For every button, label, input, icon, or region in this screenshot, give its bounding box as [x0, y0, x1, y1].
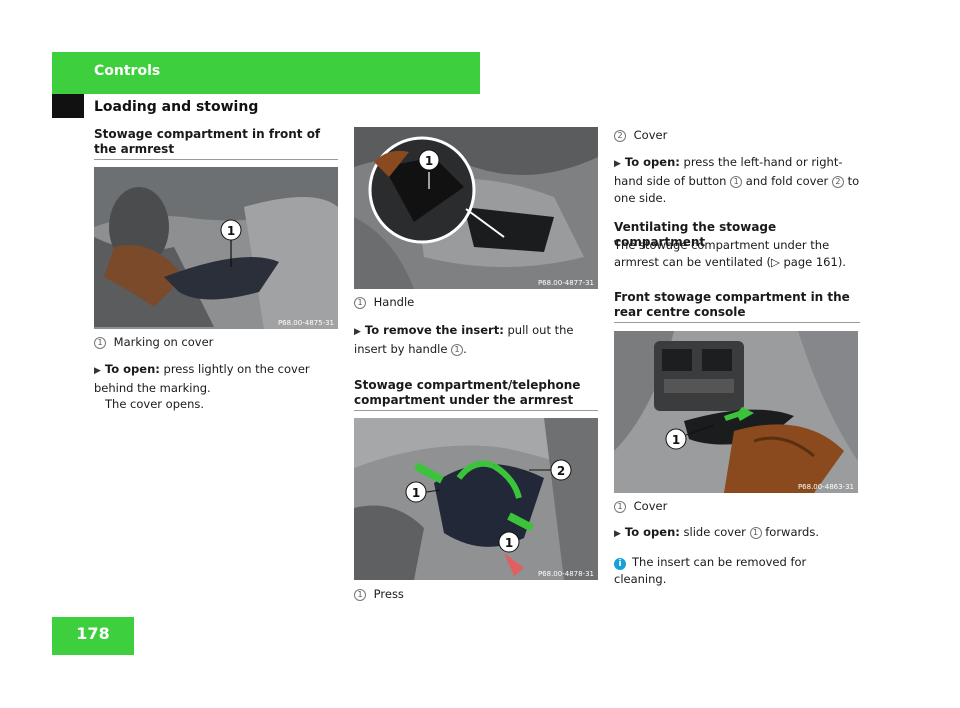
photo-code: P68.00-4877-31	[538, 279, 594, 287]
callout-1: 1	[412, 486, 420, 500]
page-number: 178	[76, 624, 110, 643]
step-label: To open:	[624, 155, 680, 169]
step-label: To open:	[624, 525, 680, 539]
photo-insert-handle: 1 P68.00-4877-31	[354, 127, 598, 289]
col3-step: ▶To open: press the left-hand or right-h…	[614, 154, 860, 207]
legend-ref: 1	[614, 501, 626, 513]
legend-text: Cover	[633, 128, 668, 142]
legend-ref: 2	[614, 130, 626, 142]
photo-code: P68.00-4875-31	[278, 319, 334, 327]
step-text-a: press the left-hand or right-hand side o…	[614, 155, 843, 188]
col2-rule	[354, 410, 598, 411]
col1-rule	[94, 159, 338, 160]
photo-code: P68.00-4863-31	[798, 483, 854, 491]
step-arrow-icon: ▶	[614, 529, 621, 539]
callout-2: 2	[557, 464, 565, 478]
col1-heading: Stowage compartment in front of the armr…	[94, 127, 321, 156]
step-ref: 1	[451, 344, 464, 356]
step-text-b: and fold cover	[745, 174, 829, 188]
legend-text: Press	[373, 587, 404, 601]
step-arrow-icon: ▶	[354, 327, 361, 337]
step-text-c: to one side.	[614, 174, 860, 205]
col3-step2: ▶To open: slide cover 1 forwards.	[614, 524, 860, 543]
col1-result: The cover opens.	[105, 397, 205, 411]
vent-page-ref[interactable]: page 161	[783, 255, 838, 269]
page-number-box	[52, 617, 134, 655]
step-text: press lightly on the cover behind the ma…	[94, 362, 310, 395]
step-text-end: .	[463, 342, 467, 356]
vent-heading: Ventilating the stowage compartment	[614, 220, 777, 249]
rear-heading: Front stowage compartment in the rear ce…	[614, 290, 850, 319]
legend-ref: 1	[94, 337, 106, 349]
vent-text: The stowage compartment under the armres…	[614, 237, 860, 271]
section-marker	[52, 94, 84, 118]
vent-text-b: ).	[837, 255, 846, 269]
vent-text-a: The stowage compartment under the armres…	[614, 238, 830, 269]
col3-legend-cover1: 1 Cover	[614, 498, 860, 515]
info-text: The insert can be removed for cleaning.	[614, 555, 807, 586]
col2-step: ▶To remove the insert: pull out the inse…	[354, 322, 598, 358]
subsection-title: Loading and stowing	[94, 99, 259, 115]
page-ref-arrow-icon: ▷	[770, 255, 780, 269]
step-arrow-icon: ▶	[614, 159, 621, 169]
step-text: pull out the insert by handle	[354, 323, 574, 356]
step2-ref: 1	[749, 527, 762, 539]
header-band	[52, 52, 480, 94]
callout-1: 1	[425, 154, 433, 168]
legend-text: Marking on cover	[113, 335, 214, 349]
legend-text: Cover	[633, 499, 668, 513]
step-label: To open:	[104, 362, 160, 376]
step2-text-a: slide cover	[683, 525, 746, 539]
step-ref-2: 2	[831, 176, 844, 188]
photo-armrest-cover: 1 P68.00-4875-31	[94, 167, 338, 329]
photo-code: P68.00-4878-31	[538, 570, 594, 578]
callout-1b: 1	[505, 536, 513, 550]
photo-rear-console: 1 P68.00-4863-31	[614, 331, 858, 493]
step-label: To remove the insert:	[364, 323, 504, 337]
step-arrow-icon: ▶	[94, 366, 101, 376]
col2-legend2: 1 Press	[354, 586, 598, 603]
col2-heading: Stowage compartment/telephone compartmen…	[354, 378, 581, 407]
step2-text-b: forwards.	[765, 525, 819, 539]
col3-rule	[614, 322, 860, 323]
callout-1: 1	[227, 224, 235, 238]
legend-ref: 1	[354, 589, 366, 601]
section-title: Controls	[94, 63, 161, 79]
step-ref-1: 1	[730, 176, 743, 188]
col1-step: ▶To open: press lightly on the cover beh…	[94, 361, 338, 397]
callout-1: 1	[672, 433, 680, 447]
col3-legend-cover: 2 Cover	[614, 127, 860, 144]
col1-legend: 1 Marking on cover	[94, 334, 338, 351]
info-icon: i	[614, 558, 626, 570]
col2-legend1: 1 Handle	[354, 294, 598, 311]
photo-telephone-compartment: 1 2 1 P68.00-4878-31	[354, 418, 598, 580]
legend-ref: 1	[354, 297, 366, 309]
legend-text: Handle	[373, 295, 415, 309]
